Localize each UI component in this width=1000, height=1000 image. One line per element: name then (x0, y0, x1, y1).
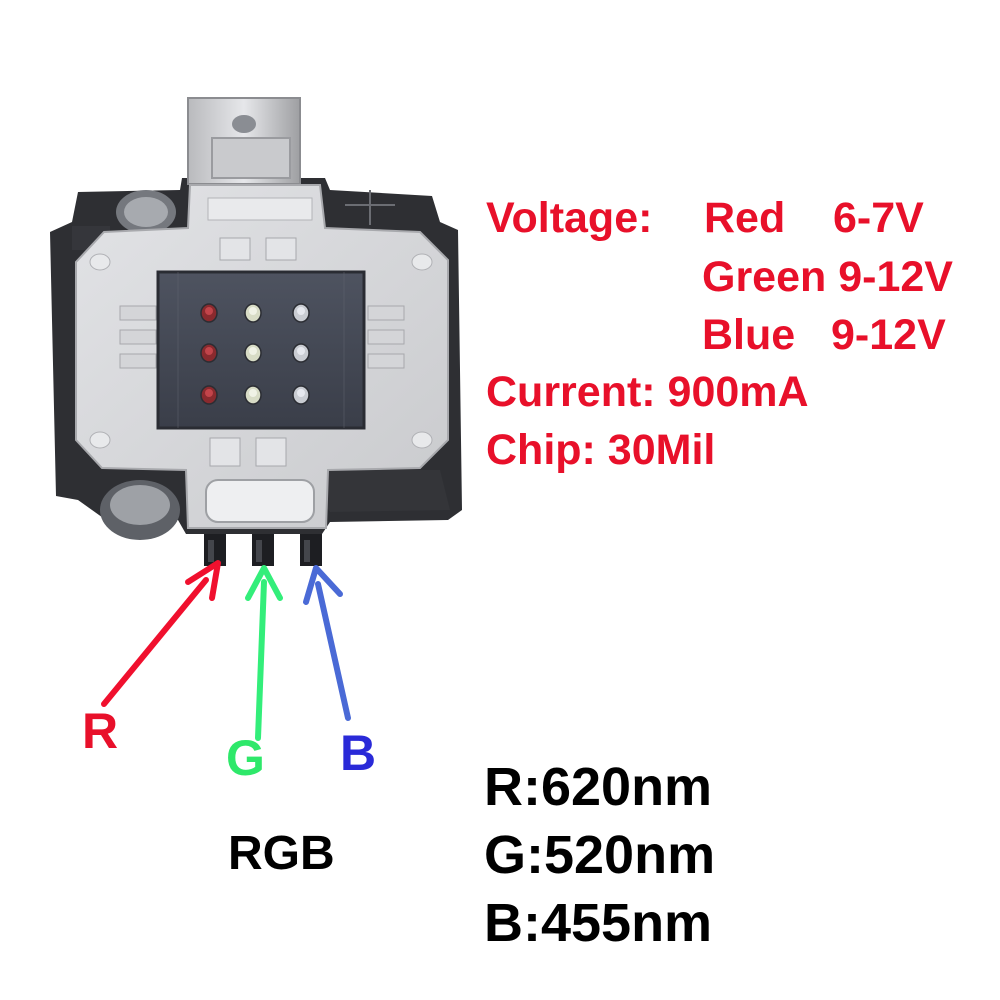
led-die-highlight (249, 307, 257, 315)
led-die-highlight (205, 389, 213, 397)
top-tab (187, 97, 301, 185)
connector-pins (204, 534, 322, 566)
pin-label-r: R (82, 703, 119, 759)
voltage-red: Red 6-7V (704, 194, 924, 242)
wavelength-r: R:620nm (484, 757, 713, 817)
red-pin-arrow (101, 560, 221, 707)
voltage-label: Voltage: (486, 194, 653, 242)
green-pin-arrow (245, 565, 283, 741)
led-die-highlight (205, 347, 213, 355)
pin-label-g: G (226, 730, 265, 786)
rgb-caption: RGB (228, 827, 335, 880)
led-die-grid (200, 303, 310, 405)
voltage-green: Green 9-12V (702, 253, 953, 301)
blue-pin-arrow (303, 565, 351, 721)
led-die-highlight (205, 307, 213, 315)
wavelength-b: B:455nm (484, 893, 713, 953)
current-spec: Current: 900mA (486, 368, 809, 416)
wavelength-g: G:520nm (484, 825, 716, 885)
led-die-highlight (297, 307, 305, 315)
mounting-holes (100, 190, 180, 540)
pin-label-b: B (340, 725, 377, 781)
led-die-highlight (249, 389, 257, 397)
led-die-highlight (249, 347, 257, 355)
led-die-highlight (297, 347, 305, 355)
chip-spec: Chip: 30Mil (486, 426, 716, 474)
voltage-blue: Blue 9-12V (702, 311, 946, 359)
led-die-highlight (297, 389, 305, 397)
